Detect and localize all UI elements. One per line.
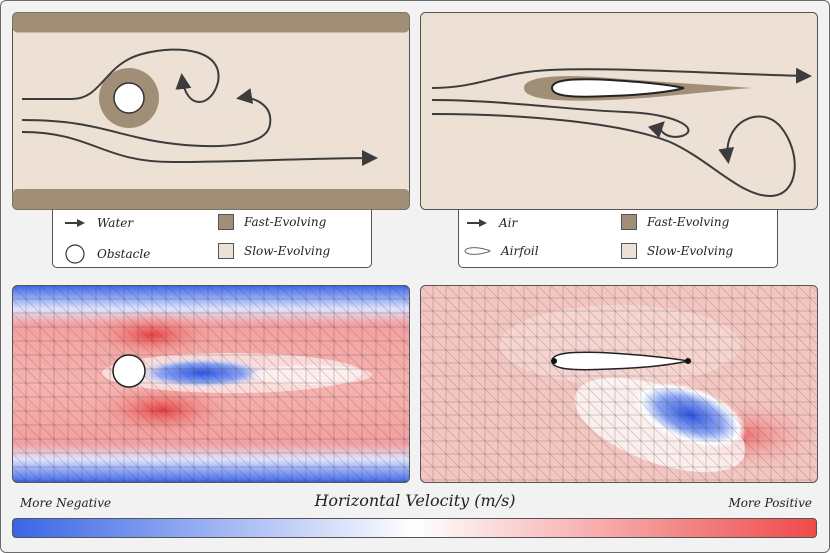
colorbar	[12, 518, 817, 538]
legend-item-air: Air	[467, 216, 517, 230]
legend-label: Fast-Evolving	[244, 215, 327, 229]
arrow-icon	[467, 219, 487, 227]
cylinder-velocity-field	[12, 285, 410, 483]
legend-label: Obstacle	[97, 247, 151, 261]
legend-item-obstacle: Obstacle	[65, 244, 150, 264]
airfoil-icon	[464, 247, 491, 255]
legend-label: Fast-Evolving	[647, 215, 730, 229]
legend-label: Slow-Evolving	[244, 244, 331, 258]
slow-swatch	[218, 243, 234, 259]
airfoil-shape	[550, 78, 685, 98]
colorbar-left-label: More Negative	[20, 496, 112, 510]
arrow-icon	[65, 219, 85, 227]
legend-item-airfoil: Airfoil	[463, 244, 539, 258]
legend-label: Air	[499, 216, 518, 230]
legend-label: Airfoil	[501, 244, 539, 258]
legend-item-slow: Slow-Evolving	[621, 243, 733, 259]
cylinder-flow-diagram	[12, 12, 410, 210]
legend-item-fast: Fast-Evolving	[621, 214, 729, 230]
top-wall	[12, 12, 410, 33]
obstacle-shape	[112, 354, 146, 388]
legend-item-slow: Slow-Evolving	[218, 243, 330, 259]
fast-swatch	[218, 214, 234, 230]
obstacle-shape	[113, 82, 145, 114]
slow-swatch	[621, 243, 637, 259]
legend-item-water: Water	[65, 216, 133, 230]
fast-swatch	[621, 214, 637, 230]
airfoil-flow-diagram	[420, 12, 818, 210]
colorbar-right-label: More Positive	[728, 496, 812, 510]
bottom-wall	[12, 189, 410, 210]
legend-item-fast: Fast-Evolving	[218, 214, 326, 230]
legend-label: Slow-Evolving	[647, 244, 734, 258]
legend-label: Water	[97, 216, 134, 230]
legend-cylinder: Water Obstacle Fast-Evolving Slow-Evolvi…	[52, 210, 372, 268]
legend-airfoil: Air Airfoil Fast-Evolving Slow-Evolving	[458, 210, 778, 268]
colorbar-title: Horizontal Velocity (m/s)	[314, 491, 516, 510]
airfoil-velocity-field	[420, 285, 818, 483]
circle-icon	[65, 244, 85, 264]
